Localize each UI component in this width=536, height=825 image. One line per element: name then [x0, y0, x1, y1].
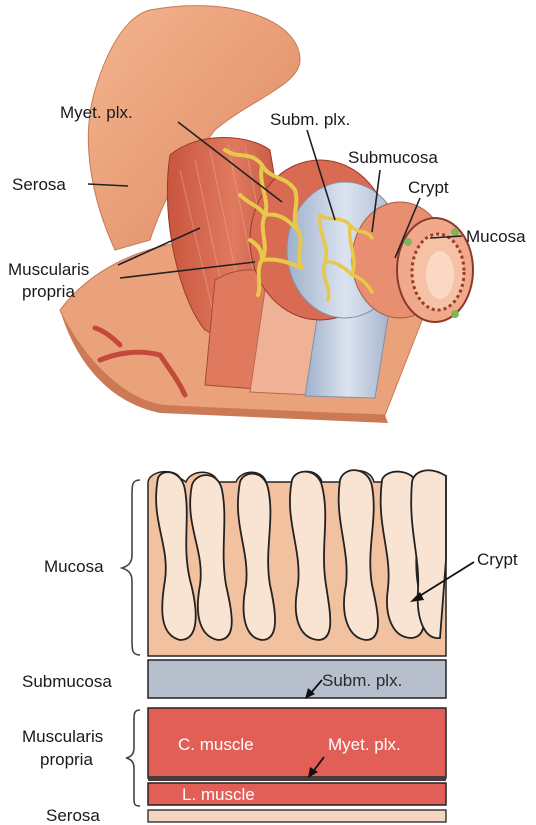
label-l-muscle: L. muscle	[182, 785, 255, 804]
myenteric-plexus-line	[148, 776, 446, 781]
intestine-illustration	[60, 6, 473, 423]
label-serosa-top: Serosa	[12, 175, 66, 194]
label-myet-plx-bottom: Myet. plx.	[328, 735, 401, 754]
label-c-muscle: C. muscle	[178, 735, 254, 754]
crypts	[156, 470, 446, 640]
serosa-layer	[148, 810, 446, 822]
label-crypt-bottom: Crypt	[477, 550, 518, 569]
label-subm-plx-bottom: Subm. plx.	[322, 671, 402, 690]
label-mucosa-bottom: Mucosa	[44, 557, 104, 576]
label-submucosa-top: Submucosa	[348, 148, 438, 167]
label-mucosa-top: Mucosa	[466, 227, 526, 246]
wall-schematic	[148, 470, 446, 822]
label-muscularis-top-2: propria	[22, 282, 75, 301]
label-myet-plx-top: Myet. plx.	[60, 103, 133, 122]
label-muscularis-bottom-2: propria	[40, 750, 93, 769]
label-muscularis-top-1: Muscularis	[8, 260, 89, 279]
label-muscularis-bottom-1: Muscularis	[22, 727, 103, 746]
label-submucosa-bottom: Submucosa	[22, 672, 112, 691]
label-subm-plx-top: Subm. plx.	[270, 110, 350, 129]
label-serosa-bottom: Serosa	[46, 806, 100, 825]
braces	[122, 480, 140, 806]
label-crypt-top: Crypt	[408, 178, 449, 197]
lumen-center	[426, 251, 454, 299]
